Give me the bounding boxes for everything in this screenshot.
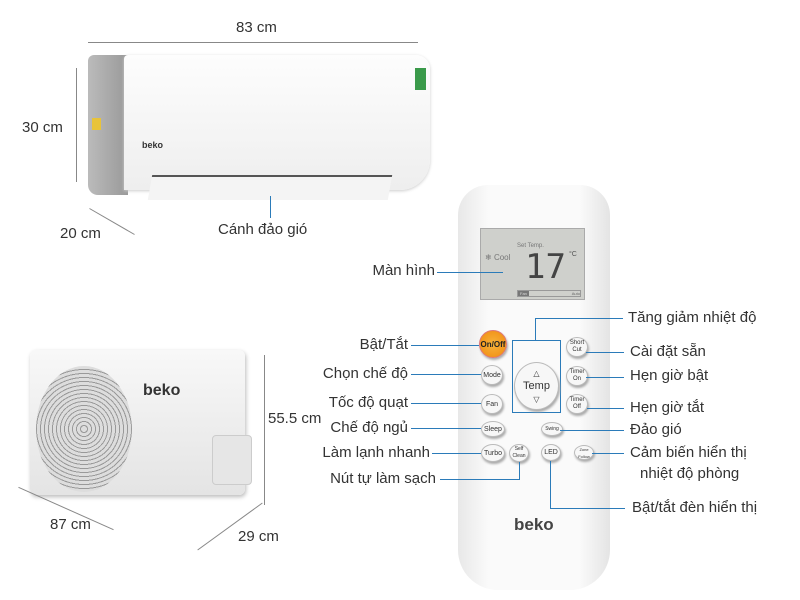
height-arrow — [76, 68, 77, 182]
width-arrow — [88, 42, 418, 43]
indoor-body — [124, 55, 430, 190]
label-screen: Màn hình — [372, 262, 435, 279]
leader-fan — [411, 403, 481, 404]
leader-swing — [560, 430, 624, 431]
leader-sleep — [411, 428, 481, 429]
louver-leader — [270, 196, 271, 218]
leader-zone-follow — [592, 453, 624, 454]
energy-label — [415, 68, 426, 90]
timer-on-button[interactable]: Timer On — [566, 366, 588, 386]
leader-timer-off — [587, 408, 624, 409]
sleep-button[interactable]: Sleep — [481, 421, 505, 437]
label-zone-follow-2: nhiệt độ phòng — [640, 465, 740, 482]
label-swing: Đảo gió — [630, 421, 682, 438]
temp-highlight-box — [512, 340, 561, 413]
outdoor-brand-logo: beko — [143, 382, 181, 399]
temp-down-icon[interactable]: ▽ — [533, 394, 540, 404]
label-fan: Tốc độ quạt — [328, 394, 408, 411]
label-turbo: Làm lạnh nhanh — [322, 444, 430, 461]
set-temp-label: Set Temp. — [517, 243, 544, 249]
leader-led-v — [550, 461, 551, 509]
temp-up-icon[interactable]: △ — [533, 368, 540, 378]
label-led: Bật/tắt đèn hiển thị — [632, 499, 758, 516]
warning-sticker — [92, 118, 101, 130]
label-self-clean: Nút tự làm sạch — [330, 470, 436, 487]
indoor-brand-logo: beko — [142, 140, 164, 150]
temp-label: Temp — [523, 379, 550, 392]
valve-cover — [212, 435, 252, 485]
on-off-button[interactable]: On/Off — [479, 330, 507, 358]
remote-screen: ❄ Cool Set Temp. 17 °C Fan Auto — [480, 228, 585, 300]
label-short-cut: Cài đặt sẵn — [630, 343, 706, 360]
outdoor-height-label: 55.5 cm — [268, 410, 322, 427]
outdoor-depth-label: 29 cm — [238, 528, 279, 545]
indoor-depth-label: 20 cm — [60, 225, 101, 242]
screen-temperature: 17 — [525, 247, 566, 287]
swing-button[interactable]: Swing — [541, 422, 563, 436]
screen-unit: °C — [569, 251, 577, 258]
remote-brand-logo: beko — [514, 515, 554, 534]
leader-short-cut — [586, 352, 624, 353]
label-sleep: Chế độ ngủ — [330, 419, 408, 436]
indoor-height-label: 30 cm — [22, 119, 63, 136]
leader-timer-on — [586, 377, 624, 378]
outdoor-width-label: 87 cm — [50, 516, 91, 533]
label-temp: Tăng giảm nhiệt độ — [628, 309, 757, 326]
fan-bar-left: Fan — [518, 291, 529, 296]
label-on-off: Bật/Tắt — [359, 336, 408, 353]
leader-temp — [535, 318, 623, 319]
turbo-button[interactable]: Turbo — [481, 444, 505, 462]
indoor-width-label: 83 cm — [236, 19, 277, 36]
fan-bar-right: Auto — [571, 291, 580, 296]
leader-self-clean-v — [519, 462, 520, 480]
leader-mode — [411, 374, 481, 375]
mode-text: Cool — [493, 253, 511, 262]
outdoor-height-arrow — [264, 355, 265, 505]
label-timer-off: Hẹn giờ tắt — [630, 399, 705, 416]
label-zone-follow-1: Cảm biến hiển thị — [630, 444, 747, 461]
timer-off-button[interactable]: Timer Off — [566, 394, 588, 414]
label-timer-on: Hẹn giờ bật — [630, 367, 709, 384]
led-button[interactable]: LED — [541, 444, 561, 461]
fan-bar: Fan Auto — [517, 290, 581, 297]
leader-on-off — [411, 345, 479, 346]
fan-grille — [36, 366, 132, 492]
self-clean-button[interactable]: Self Clean — [509, 444, 529, 462]
leader-screen — [437, 272, 503, 273]
leader-self-clean — [440, 479, 520, 480]
fan-button[interactable]: Fan — [481, 394, 503, 414]
leader-temp-v — [535, 318, 536, 340]
louver-label: Cánh đảo gió — [218, 221, 308, 238]
label-mode: Chọn chế độ — [322, 365, 408, 382]
mode-button[interactable]: Mode — [481, 365, 503, 385]
leader-led — [550, 508, 625, 509]
temp-button[interactable]: △ Temp ▽ — [514, 362, 559, 410]
short-cut-button[interactable]: Short Cut — [566, 337, 588, 357]
screen-mode: ❄ Cool — [485, 253, 511, 262]
leader-turbo — [432, 453, 481, 454]
zone-follow-button[interactable]: Zone Follow — [574, 445, 594, 460]
